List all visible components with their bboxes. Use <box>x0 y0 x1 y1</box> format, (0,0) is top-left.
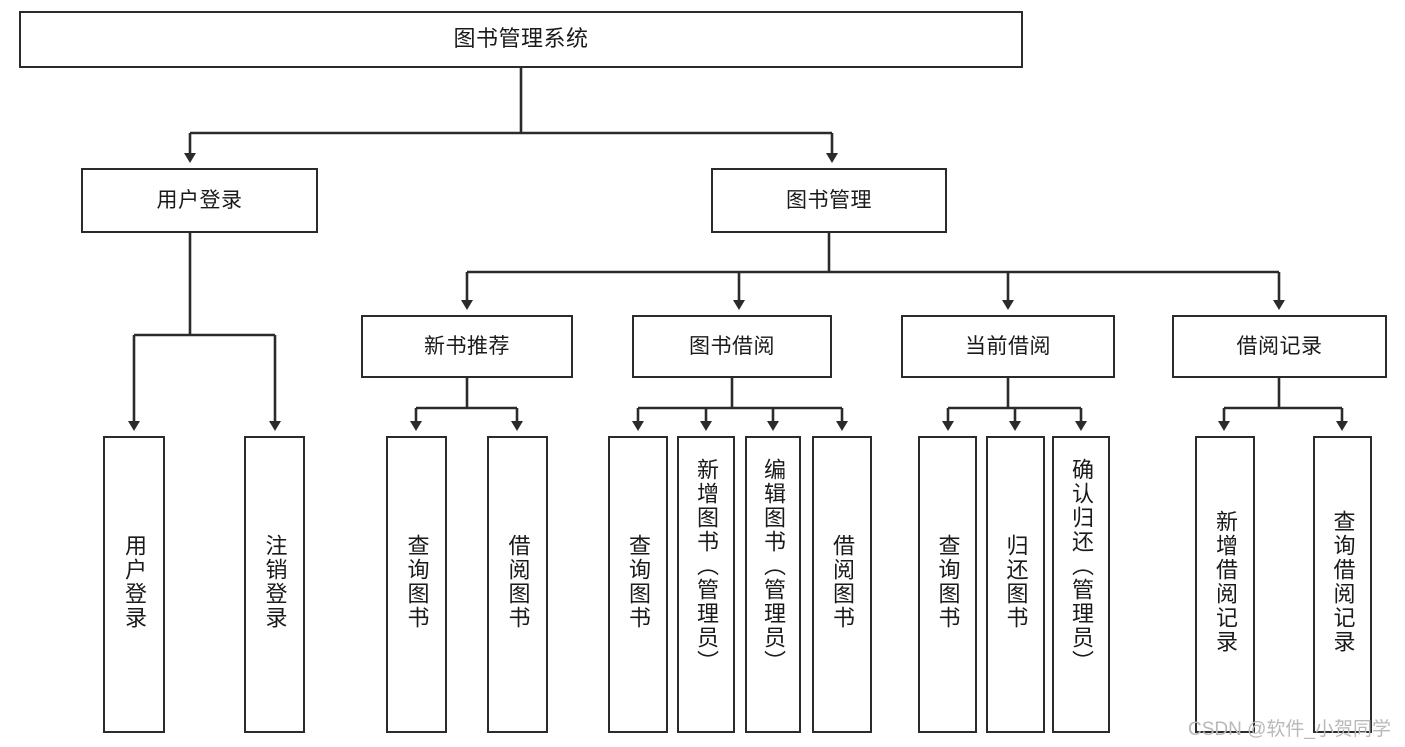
leaf-edit-book-admin[interactable]: 编辑图书（管理员） <box>745 436 801 733</box>
node-label: 用户登录 <box>121 534 147 630</box>
leaf-borrow-book-borrowing[interactable]: 借阅图书 <box>812 436 872 733</box>
node-label: 查询图书 <box>625 534 651 630</box>
node-label: 查询借阅记录 <box>1330 510 1356 654</box>
leaf-logout[interactable]: 注销登录 <box>244 436 305 733</box>
node-label: 注销登录 <box>262 534 288 630</box>
node-label: 借阅记录 <box>1236 334 1323 358</box>
leaf-confirm-return-admin[interactable]: 确认归还（管理员） <box>1052 436 1110 733</box>
node-book-management[interactable]: 图书管理 <box>711 168 947 233</box>
node-label: 图书借阅 <box>689 334 775 358</box>
leaf-add-borrowing-record[interactable]: 新增借阅记录 <box>1195 436 1255 733</box>
node-label: 编辑图书（管理员） <box>760 458 786 674</box>
node-label: 新增图书（管理员） <box>693 458 719 674</box>
node-book-borrowing[interactable]: 图书借阅 <box>632 315 832 378</box>
node-label: 查询图书 <box>404 534 430 630</box>
node-new-book-recommendation[interactable]: 新书推荐 <box>361 315 573 378</box>
watermark-text: CSDN @软件_小贺同学 <box>1188 719 1391 740</box>
leaf-borrow-book-recommendation[interactable]: 借阅图书 <box>487 436 548 733</box>
leaf-user-login[interactable]: 用户登录 <box>103 436 165 733</box>
node-label: 归还图书 <box>1003 534 1029 630</box>
node-label: 新书推荐 <box>424 334 510 358</box>
leaf-add-book-admin[interactable]: 新增图书（管理员） <box>677 436 735 733</box>
node-label: 图书管理系统 <box>453 26 589 52</box>
node-root-book-management-system[interactable]: 图书管理系统 <box>19 11 1023 68</box>
node-borrowing-records[interactable]: 借阅记录 <box>1172 315 1387 378</box>
node-label: 图书管理 <box>786 188 872 212</box>
node-label: 查询图书 <box>935 534 961 630</box>
node-label: 借阅图书 <box>505 534 531 630</box>
node-label: 确认归还（管理员） <box>1068 458 1094 674</box>
node-label: 当前借阅 <box>965 334 1051 358</box>
leaf-query-book-recommendation[interactable]: 查询图书 <box>386 436 447 733</box>
node-current-borrowing[interactable]: 当前借阅 <box>901 315 1115 378</box>
leaf-query-book-borrowing[interactable]: 查询图书 <box>608 436 668 733</box>
node-label: 借阅图书 <box>829 534 855 630</box>
node-label: 新增借阅记录 <box>1212 510 1238 654</box>
leaf-query-borrowing-record[interactable]: 查询借阅记录 <box>1313 436 1372 733</box>
leaf-query-book-current[interactable]: 查询图书 <box>918 436 977 733</box>
node-label: 用户登录 <box>156 188 243 212</box>
node-user-login[interactable]: 用户登录 <box>81 168 318 233</box>
leaf-return-book[interactable]: 归还图书 <box>986 436 1045 733</box>
